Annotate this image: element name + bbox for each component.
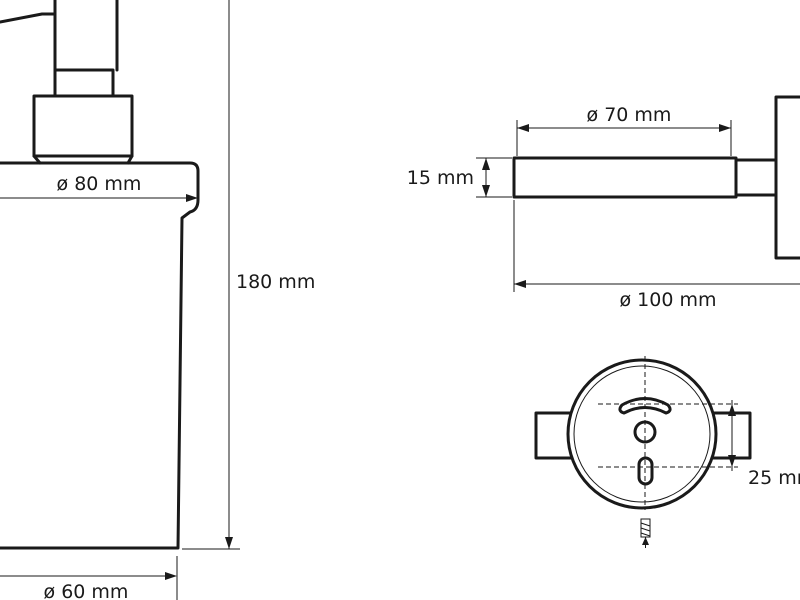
top-diameter-dimension: ø 80 mm bbox=[0, 173, 198, 202]
bottom-diameter-label: ø 60 mm bbox=[44, 581, 129, 600]
inner-disc bbox=[573, 365, 711, 503]
hole-spacing-dimension: 25 mm bbox=[728, 400, 800, 489]
screw bbox=[640, 518, 651, 548]
bottom-oval-hole bbox=[637, 456, 654, 486]
wall-plate bbox=[774, 95, 800, 260]
depth-label: ø 100 mm bbox=[620, 289, 717, 311]
middle-hole bbox=[633, 420, 657, 444]
soap-dispenser-drawing: ø 80 mm 180 mm ø 60 mm bbox=[0, 0, 315, 600]
depth-dimension: ø 100 mm bbox=[513, 200, 800, 311]
outer-disc bbox=[566, 358, 718, 510]
top-diameter-label: ø 80 mm bbox=[57, 173, 142, 195]
pump-nozzle bbox=[0, 0, 119, 72]
pump-collar bbox=[32, 94, 134, 158]
ring-diameter-label: ø 70 mm bbox=[587, 104, 672, 126]
ring-diameter-dimension: ø 70 mm bbox=[516, 104, 732, 156]
top-slot-hole bbox=[618, 397, 672, 415]
height-label: 180 mm bbox=[236, 271, 315, 293]
connector bbox=[734, 158, 778, 197]
hole-spacing-label: 25 mm bbox=[748, 467, 800, 489]
ring-height-label: 15 mm bbox=[407, 167, 474, 189]
container-body bbox=[0, 161, 200, 550]
pump-neck bbox=[53, 68, 115, 98]
holder-side-view: ø 70 mm 15 mm ø 100 mm bbox=[407, 95, 800, 311]
height-dimension: 180 mm bbox=[182, 0, 315, 550]
bottom-diameter-dimension: ø 60 mm bbox=[0, 556, 178, 600]
collar-shoulder bbox=[32, 154, 134, 165]
ring-height-dimension: 15 mm bbox=[407, 157, 512, 198]
ring-rod bbox=[512, 156, 738, 199]
holder-front-view: 25 mm bbox=[534, 356, 800, 548]
